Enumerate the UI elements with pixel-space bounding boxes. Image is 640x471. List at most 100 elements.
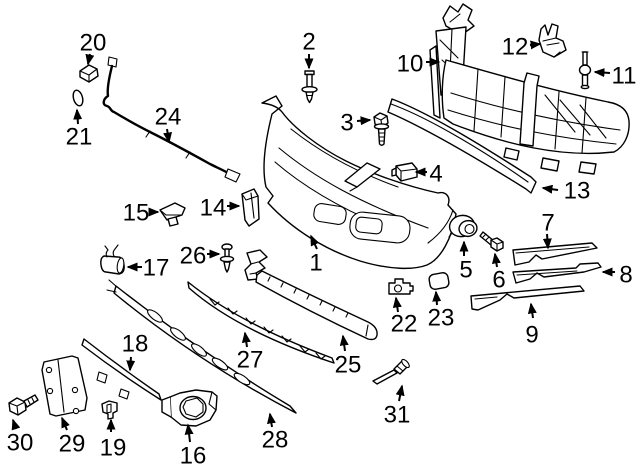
callout-1[interactable]: 1 [309,234,323,277]
part-bolt-6 [479,231,504,252]
callout-14[interactable]: 14 [200,195,241,222]
callout-arrow-20 [85,53,95,66]
part-trim-strip-7 [512,242,598,266]
callout-label-23[interactable]: 23 [428,305,455,332]
callout-arrow-23 [432,290,442,306]
part-trim-strip-18 [81,338,162,401]
part-screw-31 [372,358,410,385]
part-stud-11 [578,51,592,90]
callout-label-13[interactable]: 13 [564,178,591,205]
callout-arrow-13 [541,184,559,194]
callout-16[interactable]: 16 [180,423,207,470]
part-push-rivet-2 [301,70,318,104]
callout-4[interactable]: 4 [414,161,443,188]
callout-arrow-16 [184,423,194,443]
callout-arrow-9 [527,302,537,319]
callout-label-8[interactable]: 8 [619,262,632,289]
part-license-bracket-29 [41,355,88,417]
callout-label-20[interactable]: 20 [80,30,107,57]
callout-26[interactable]: 26 [180,243,221,270]
callout-31[interactable]: 31 [384,384,411,429]
callout-18[interactable]: 18 [122,331,149,372]
part-parking-sensor-5 [448,214,478,238]
callout-28[interactable]: 28 [262,412,289,454]
callout-19[interactable]: 19 [100,418,127,462]
callout-label-3[interactable]: 3 [340,110,353,137]
callout-7[interactable]: 7 [541,210,555,250]
callout-label-25[interactable]: 25 [335,352,362,379]
callout-label-15[interactable]: 15 [123,200,150,227]
part-grille-strip-27 [187,281,335,364]
callout-25[interactable]: 25 [335,334,362,379]
part-bracket-4 [391,162,418,182]
callout-label-24[interactable]: 24 [155,104,182,131]
part-push-rivet-26 [219,243,235,273]
callout-label-28[interactable]: 28 [262,427,289,454]
callout-label-18[interactable]: 18 [122,331,149,358]
callout-arrow-24 [163,128,173,144]
callout-label-14[interactable]: 14 [200,195,227,222]
callout-label-7[interactable]: 7 [541,210,554,237]
callout-24[interactable]: 24 [155,104,182,144]
callout-label-6[interactable]: 6 [492,267,505,294]
callout-6[interactable]: 6 [491,252,506,294]
callout-label-11[interactable]: 11 [612,63,637,90]
callout-label-27[interactable]: 27 [237,347,264,374]
part-sensor-17 [100,244,125,275]
callout-20[interactable]: 20 [80,30,107,66]
part-clip-19 [101,400,118,420]
part-wiring-harness [102,56,241,183]
callout-10[interactable]: 10 [397,51,441,78]
callout-21[interactable]: 21 [66,108,93,151]
callout-label-29[interactable]: 29 [59,431,86,458]
callout-9[interactable]: 9 [525,302,539,349]
callout-label-9[interactable]: 9 [525,322,538,349]
part-bumper-cover [261,95,457,270]
callout-label-21[interactable]: 21 [66,124,93,151]
callout-label-26[interactable]: 26 [180,243,207,270]
callout-arrow-28 [266,412,276,428]
callout-arrow-29 [61,416,70,431]
callout-arrow-7 [542,233,552,250]
part-fog-lamp-bezel-16 [161,389,218,427]
callout-8[interactable]: 8 [601,262,633,289]
callout-arrow-22 [392,296,402,313]
part-bracket-14 [241,188,260,227]
callout-30[interactable]: 30 [7,418,34,457]
callout-29[interactable]: 29 [59,416,86,458]
callout-label-16[interactable]: 16 [180,443,207,470]
callout-23[interactable]: 23 [428,290,455,332]
callout-label-12[interactable]: 12 [502,34,529,61]
part-bolt-30 [8,394,39,416]
callout-17[interactable]: 17 [126,255,170,282]
part-grommet-21 [72,89,84,107]
callout-label-19[interactable]: 19 [100,435,127,462]
callout-22[interactable]: 22 [391,296,418,338]
callout-arrow-6 [491,252,501,268]
callout-label-17[interactable]: 17 [143,255,170,282]
part-cover-cap-23 [428,272,450,290]
part-trim-strip-9 [470,285,585,311]
callout-label-2[interactable]: 2 [302,29,315,56]
callout-2[interactable]: 2 [302,29,316,70]
part-trim-strip-8 [512,262,602,284]
callout-3[interactable]: 3 [340,110,372,137]
callout-27[interactable]: 27 [237,331,264,374]
callout-label-31[interactable]: 31 [384,402,411,429]
callout-label-4[interactable]: 4 [429,161,442,188]
callout-15[interactable]: 15 [123,200,160,227]
part-impact-absorber-10 [429,3,630,175]
callout-12[interactable]: 12 [502,34,542,61]
callout-label-30[interactable]: 30 [7,430,34,457]
callout-5[interactable]: 5 [459,240,473,284]
callout-label-10[interactable]: 10 [397,51,424,78]
callout-label-1[interactable]: 1 [309,250,322,277]
callout-label-5[interactable]: 5 [459,257,472,284]
part-sensor-bracket-22 [388,278,414,295]
part-spoiler-strip-25 [255,270,378,341]
callout-11[interactable]: 11 [593,63,637,90]
callout-arrow-27 [241,331,251,348]
callout-label-22[interactable]: 22 [391,311,418,338]
callout-13[interactable]: 13 [541,178,591,205]
